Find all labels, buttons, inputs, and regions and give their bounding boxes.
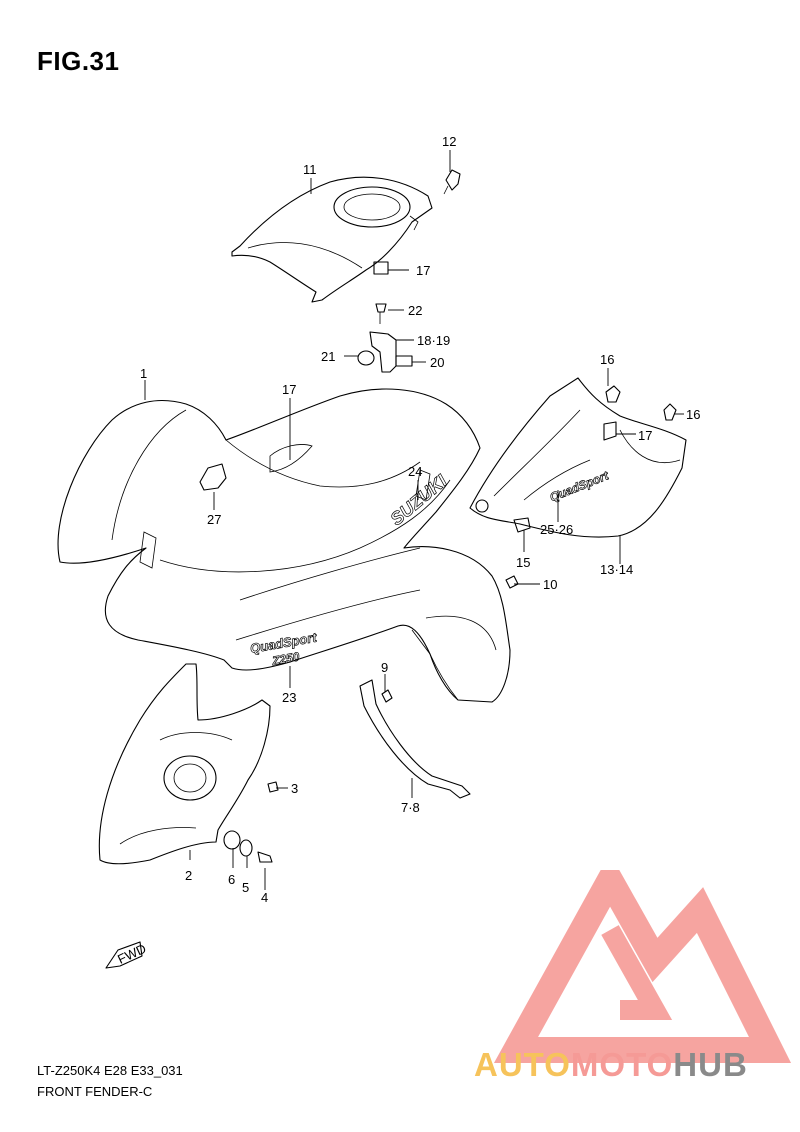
callout-25-26: 25·26 — [540, 522, 573, 537]
callout-16b: 16 — [686, 407, 700, 422]
callout-11: 11 — [303, 162, 317, 177]
callout-13-14: 13·14 — [600, 562, 633, 577]
part-4-5-6-hardware — [223, 830, 273, 863]
callout-4: 4 — [261, 890, 268, 905]
callout-16a: 16 — [600, 352, 614, 367]
decal-z250: Z250 — [270, 649, 301, 668]
callout-23: 23 — [282, 690, 296, 705]
part-27-emblem — [199, 463, 227, 491]
callout-15: 15 — [516, 555, 530, 570]
callout-1: 1 — [140, 366, 147, 381]
callout-3: 3 — [291, 781, 298, 796]
part-7-8-stay — [359, 679, 471, 799]
callout-21: 21 — [321, 349, 335, 364]
callout-12: 12 — [442, 134, 456, 149]
svg-text:FWD: FWD — [115, 941, 148, 967]
decal-side-quadsport: QuadSport — [548, 468, 612, 505]
part-15-bolt — [505, 517, 531, 589]
part-1-front-fender: SUZUKI QuadSport Z250 — [57, 388, 511, 703]
callout-labels: 1 2 3 4 5 6 7·8 9 10 11 12 13·14 15 16 1… — [140, 134, 700, 905]
automotohub-logo-mark — [493, 870, 792, 1063]
fwd-direction-marker: FWD — [105, 941, 148, 969]
callout-22: 22 — [408, 303, 422, 318]
part-12-clip — [443, 169, 461, 195]
callout-17a: 17 — [282, 382, 296, 397]
callout-18-19: 18·19 — [417, 333, 450, 348]
part-2-mud-guard — [98, 663, 279, 865]
callout-27: 27 — [207, 512, 221, 527]
callout-2: 2 — [185, 868, 192, 883]
callout-6: 6 — [228, 872, 235, 887]
callout-9: 9 — [381, 660, 388, 675]
figure-title: FIG.31 — [37, 46, 120, 76]
callout-17b: 17 — [416, 263, 430, 278]
model-code: LT-Z250K4 E28 E33_031 — [37, 1063, 183, 1078]
callout-24: 24 — [408, 464, 422, 479]
part-16-clips — [605, 385, 677, 421]
callout-7-8: 7·8 — [401, 800, 420, 815]
callout-20: 20 — [430, 355, 444, 370]
leader-lines — [144, 150, 684, 890]
part-13-14-side-panel: QuadSport — [469, 377, 687, 538]
part-11-cover — [231, 176, 433, 303]
callout-10: 10 — [543, 577, 557, 592]
section-name: FRONT FENDER-C — [37, 1084, 153, 1099]
callout-5: 5 — [242, 880, 249, 895]
automotohub-logo-text: AUTOMOTOHUB — [474, 1046, 748, 1083]
part-18-19-bracket — [357, 303, 413, 373]
callout-17c: 17 — [638, 428, 652, 443]
